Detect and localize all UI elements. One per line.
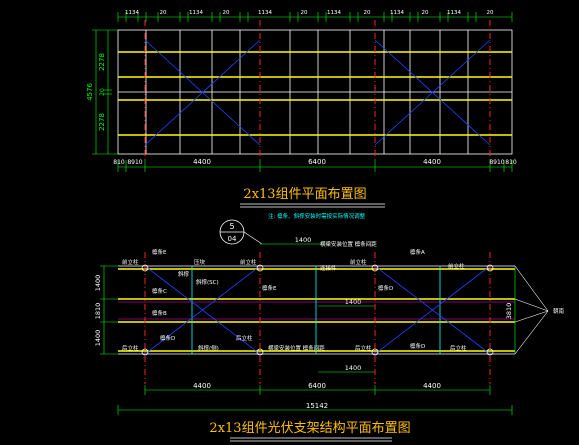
callout-dim-low: 1400: [345, 364, 362, 372]
top-col-dim: 1134: [258, 10, 272, 16]
top-col-dim: 20: [301, 10, 308, 16]
label-rear-column-4: 后立柱: [450, 344, 467, 352]
top-row-height-dim-2: 2278: [98, 113, 106, 131]
label-purlin-b: 檩条B: [152, 309, 167, 317]
label-purlin-c: 檩条C: [152, 287, 167, 295]
label-purlin-d-1: 檩条D: [378, 284, 393, 292]
top-col-dim: 1134: [189, 10, 203, 16]
top-col-dim: 20: [223, 10, 230, 16]
label-connector: 连接件: [320, 264, 337, 272]
top-col-dim: 1134: [327, 10, 341, 16]
top-dim-overhang-left: 8910: [127, 159, 142, 166]
label-purlin-d-2: 檩条D: [160, 334, 175, 342]
label-diagonal-side: 斜撑(侧): [198, 344, 219, 352]
top-dim-overhang-right: 8910: [489, 159, 504, 166]
direction-arrow: [514, 265, 549, 355]
top-dim-edge-right: 810: [505, 159, 517, 166]
bottom-brace-lines: [144, 265, 491, 355]
top-col-dim: 20: [487, 10, 494, 16]
label-front-column-4: 前立柱: [448, 262, 465, 270]
label-purlin-e-2: 檩条E: [262, 284, 277, 292]
callout-dim-top: 1400: [295, 236, 312, 244]
bottom-dimension-chain: [117, 385, 513, 415]
top-dim-span-3: 4400: [423, 158, 441, 166]
bottom-plan-title: 2x13组件光伏支架结构平面布置图: [209, 421, 410, 436]
module-grid: [117, 29, 513, 155]
label-front-column-3: 前立柱: [350, 258, 367, 266]
bottom-plan: 注: 檩条、斜撑安装时需按实际情况调整 5 04 1400 1400 1400: [94, 212, 565, 442]
label-rear-column-3: 后立柱: [355, 344, 372, 352]
axis-lines: [144, 20, 491, 162]
section-marker: 5 04: [219, 219, 263, 245]
label-front-column-1: 前立柱: [122, 258, 139, 266]
label-pressing-block: 压块: [194, 258, 206, 266]
section-marker-sheet: 04: [228, 235, 237, 243]
top-plan: 1134 20 1134 20 1134 20 1134 20 1134 20 1134 20 457…: [86, 10, 517, 208]
bottom-dim-total: 15142: [306, 402, 328, 410]
direction-label: 朝南: [553, 307, 565, 315]
label-rear-column-1: 后立柱: [122, 344, 139, 352]
left-dimension-chain: [92, 29, 118, 155]
label-brace-1: 斜撑: [178, 270, 190, 278]
top-dim-edge-left: 810: [113, 159, 125, 166]
bottom-left-dim-1: 1400: [94, 275, 102, 292]
bottom-left-dim-3: 1400: [94, 330, 102, 347]
column-base-nodes: [141, 264, 494, 356]
top-dimension-labels: 1134 20 1134 20 1134 20 1134 20 1134 20 1134 20: [117, 10, 513, 22]
label-sc-brace: 斜撑(SC): [196, 278, 219, 286]
label-purlin-d-3: 檩条D: [410, 342, 425, 350]
structure-labels: 前立柱 檩条E 压块 斜撑(SC) 斜撑 檩条C 檩条B 前立柱 檩条E 横梁安…: [122, 240, 467, 352]
bottom-left-dimension-chain: [100, 265, 118, 355]
top-col-dim: 1134: [447, 10, 461, 16]
magenta-purlin-edges: [118, 301, 515, 320]
bottom-plan-note: 注: 檩条、斜撑安装时需按实际情况调整: [268, 212, 366, 220]
top-col-dim: 20: [422, 10, 429, 16]
callout-dim-lines: [260, 243, 375, 373]
label-front-column-2: 前立柱: [240, 258, 257, 266]
column-lines: [191, 266, 441, 354]
label-beam-note: 横梁安装位置 檩条间距: [320, 240, 377, 248]
top-bottom-dimension-chain: [117, 160, 513, 172]
top-overall-height-dim: 4576: [86, 83, 94, 101]
top-row-gap-dim: 20: [99, 88, 106, 96]
label-purlin-a: 檩条A: [410, 248, 425, 256]
top-col-dim: 1134: [125, 10, 139, 16]
bottom-purlin-lines: [118, 268, 515, 352]
top-col-dim: 1134: [390, 10, 404, 16]
brace-lines: [144, 39, 491, 146]
label-beam-note-2: 横梁安装位置 檩条间距: [268, 344, 325, 352]
label-purlin-e-1: 檩条E: [152, 248, 167, 256]
bottom-left-dim-2: 1810: [94, 303, 102, 320]
bottom-axis-lines: [144, 252, 491, 384]
top-col-dim: 20: [364, 10, 371, 16]
bottom-dim-span-2: 6400: [308, 382, 326, 390]
label-rear-column-2: 后立柱: [236, 334, 253, 342]
purlin-lines: [118, 51, 512, 136]
bottom-right-dim: 3810: [505, 303, 513, 320]
top-plan-title: 2x13组件平面布置图: [243, 187, 366, 202]
section-marker-number: 5: [229, 222, 234, 231]
top-dim-span-2: 6400: [308, 158, 326, 166]
top-dim-span-1: 4400: [193, 158, 211, 166]
bottom-dim-span-3: 4400: [423, 382, 441, 390]
top-row-height-dim-1: 2278: [98, 53, 106, 71]
bottom-dim-span-1: 4400: [193, 382, 211, 390]
top-col-dim: 20: [160, 10, 167, 16]
rafter-lines: [118, 265, 515, 355]
